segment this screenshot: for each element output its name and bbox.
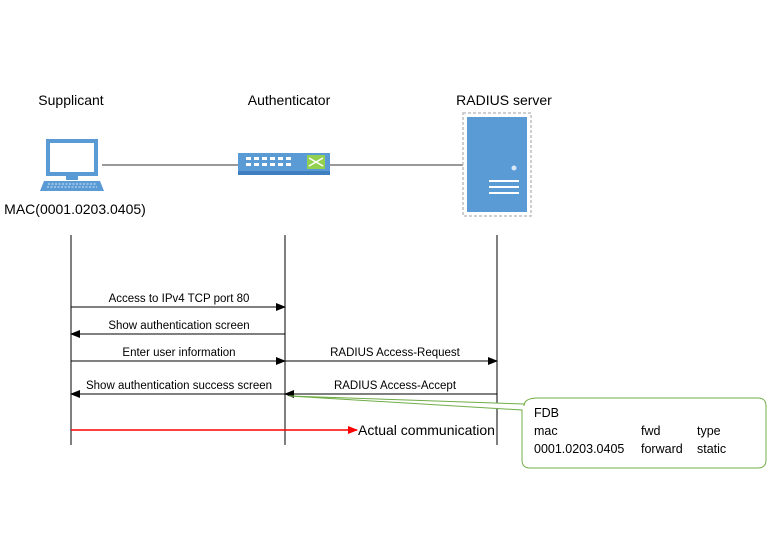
fdb-cell-type: static — [697, 442, 726, 456]
fdb-callout-shape — [288, 395, 767, 469]
message-label-4: RADIUS Access-Request — [330, 347, 461, 359]
fdb-cell-fwd: forward — [641, 442, 683, 456]
fdb-title: FDB — [534, 406, 559, 420]
authenticator-label: Authenticator — [248, 92, 331, 108]
fdb-header-mac: mac — [534, 424, 558, 438]
message-label-5: Show authentication success screen — [86, 380, 272, 392]
server-icon — [462, 112, 532, 217]
message-label-6: RADIUS Access-Accept — [334, 380, 457, 392]
switch-icon — [238, 153, 330, 175]
fdb-header-fwd: fwd — [641, 424, 661, 438]
supplicant-mac-label: MAC(0001.0203.0405) — [4, 201, 146, 217]
fdb-cell-mac: 0001.0203.0405 — [534, 442, 624, 456]
computer-icon — [40, 139, 104, 191]
message-label-1: Access to IPv4 TCP port 80 — [109, 293, 250, 305]
fdb-callout — [288, 395, 767, 469]
message-label-2: Show authentication screen — [108, 320, 249, 332]
radius-server-label: RADIUS server — [456, 92, 552, 108]
actual-communication-label: Actual communication — [358, 422, 495, 438]
supplicant-label: Supplicant — [38, 92, 103, 108]
message-label-3: Enter user information — [122, 347, 235, 359]
fdb-header-type: type — [697, 424, 721, 438]
